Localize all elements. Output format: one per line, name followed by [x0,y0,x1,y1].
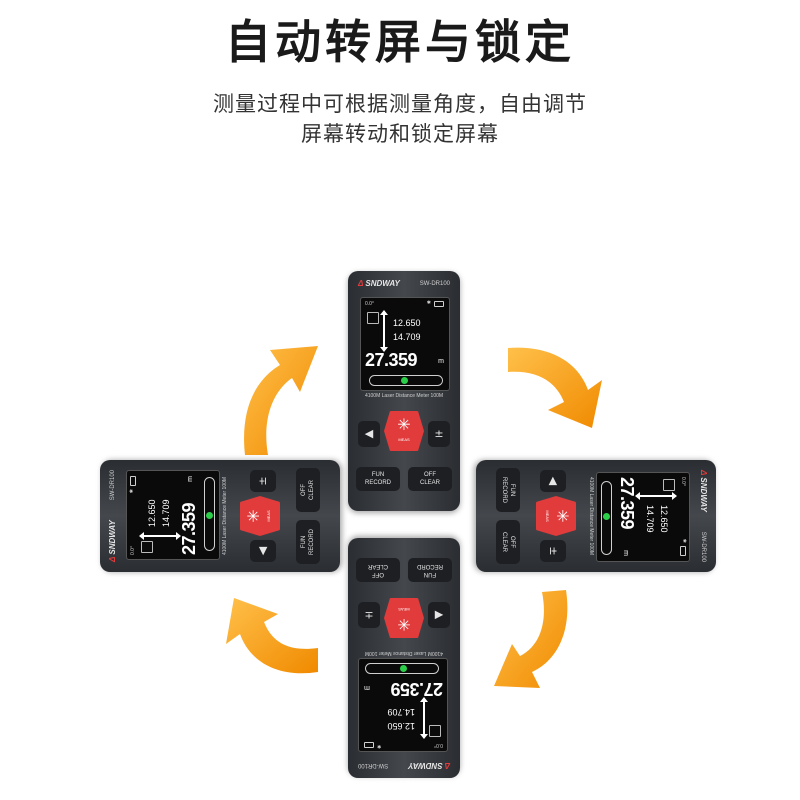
value-2: 14.709 [393,332,421,342]
bluetooth-icon: ✱ [377,743,382,749]
brand-logo: ΔSNDWAY [699,470,708,512]
plus-minus-button[interactable]: ± [428,421,450,447]
arrow-bottom-right-icon [494,590,568,688]
fun-record-button[interactable]: FUN RECORD [496,468,520,512]
off-clear-button[interactable]: OFF CLEAR [496,520,520,564]
brand-logo: ΔSNDWAY [108,520,117,562]
bluetooth-icon: ✱ [681,538,687,543]
meas-button[interactable]: ✳ MEAS [384,411,424,451]
bluetooth-icon: ✱ [129,489,135,494]
battery-icon [434,301,444,307]
value-1: 12.650 [147,499,157,527]
laser-ref-icon [367,312,379,324]
value-1: 12.650 [387,721,415,731]
main-value: 27.359 [617,477,637,530]
level-dot [603,513,610,520]
side-left-button[interactable]: ◀ [428,602,450,628]
description-line-2: 屏幕转动和锁定屏幕 [301,122,499,146]
double-arrow-icon [423,699,425,737]
model-label: SW-DR100 [110,470,116,501]
arrow-bottom-left-icon [226,598,318,674]
fun-record-button[interactable]: FUN RECORD [408,558,452,582]
double-arrow-icon [380,310,388,352]
value-2: 14.709 [161,499,171,527]
double-arrow-icon [637,495,675,497]
arrow-top-left-icon [244,346,318,455]
headline: 自动转屏与锁定 [225,15,575,69]
plus-minus-button[interactable]: ± [250,470,276,492]
value-2: 14.709 [387,707,415,717]
level-dot [206,512,213,519]
model-label: SW-DR100 [358,762,389,768]
value-1: 12.650 [393,318,421,328]
level-bar [601,481,612,555]
laser-star-icon: ✳ [397,415,411,434]
laser-star-icon: ✳ [553,509,572,523]
level-dot [400,665,407,672]
meas-label: MEAS [266,510,271,522]
distance-meter-rotated-right: ΔSNDWAY SW-DR100 0.0° ✱ 12.650 14.709 27… [476,460,716,572]
fun-record-button[interactable]: FUN RECORD [356,467,400,491]
laser-ref-icon [663,479,675,491]
value-2: 14.709 [645,505,655,533]
angle-readout: 0.0° [130,546,136,555]
bluetooth-icon: ✱ [426,300,431,306]
main-value: 27.359 [365,350,418,370]
unit-label: m [438,358,444,365]
level-bar [365,663,439,674]
meas-label: MEAS [398,437,410,442]
side-left-button[interactable]: ◀ [250,540,276,562]
side-left-button[interactable]: ◀ [540,470,566,492]
device-screen: 0.0° ✱ 12.650 14.709 27.359 m [596,472,690,562]
main-value: 27.359 [179,502,199,555]
plus-minus-button[interactable]: ± [358,602,380,628]
model-label: SW-DR100 [419,281,450,287]
angle-readout: 0.0° [365,301,374,307]
laser-ref-icon [429,725,441,737]
meas-label: MEAS [398,607,410,612]
device-caption: 4100M Laser Distance Meter 100M [222,476,228,556]
description-line-1: 测量过程中可根据测量角度，自由调节 [213,92,587,116]
unit-label: m [364,684,370,691]
model-label: SW-DR100 [700,531,706,562]
fun-record-button[interactable]: FUN RECORD [296,520,320,564]
device-screen: 0.0° ✱ 12.650 14.709 27.359 m [126,470,220,560]
brand-logo: ΔSNDWAY [408,761,450,770]
off-clear-button[interactable]: OFF CLEAR [296,468,320,512]
angle-readout: 0.0° [680,477,686,486]
unit-label: m [187,476,194,482]
distance-meter-upside-down: ΔSNDWAY SW-DR100 0.0° ✱ 12.650 14.709 27… [348,538,460,778]
plus-minus-button[interactable]: ± [540,540,566,562]
arrow-top-right-icon [508,347,602,428]
battery-icon [680,546,686,556]
battery-icon [130,476,136,486]
value-1: 12.650 [659,505,669,533]
level-dot [401,377,408,384]
device-screen: 0.0° ✱ 12.650 14.709 27.359 m [360,297,450,391]
battery-icon [364,742,374,748]
angle-readout: 0.0° [434,742,443,748]
laser-star-icon: ✳ [244,509,263,523]
meas-button[interactable]: ✳ MEAS [240,496,280,536]
unit-label: m [622,550,629,556]
laser-ref-icon [141,541,153,553]
off-clear-button[interactable]: OFF CLEAR [408,467,452,491]
level-bar [204,477,215,551]
main-value: 27.359 [390,679,443,699]
device-caption: 4100M Laser Distance Meter 100M [588,476,594,556]
device-screen: 0.0° ✱ 12.650 14.709 27.359 m [358,658,448,752]
laser-star-icon: ✳ [397,615,411,634]
side-left-button[interactable]: ◀ [358,421,380,447]
device-caption: 4100M Laser Distance Meter 100M [364,393,444,399]
meas-label: MEAS [545,510,550,522]
meas-button[interactable]: ✳ MEAS [536,496,576,536]
double-arrow-icon [141,535,179,537]
distance-meter-rotated-left: ΔSNDWAY SW-DR100 0.0° ✱ 12.650 14.709 27… [100,460,340,572]
off-clear-button[interactable]: OFF CLEAR [356,558,400,582]
level-bar [369,375,443,386]
device-caption: 4100M Laser Distance Meter 100M [364,650,444,656]
meas-button[interactable]: ✳ MEAS [384,598,424,638]
